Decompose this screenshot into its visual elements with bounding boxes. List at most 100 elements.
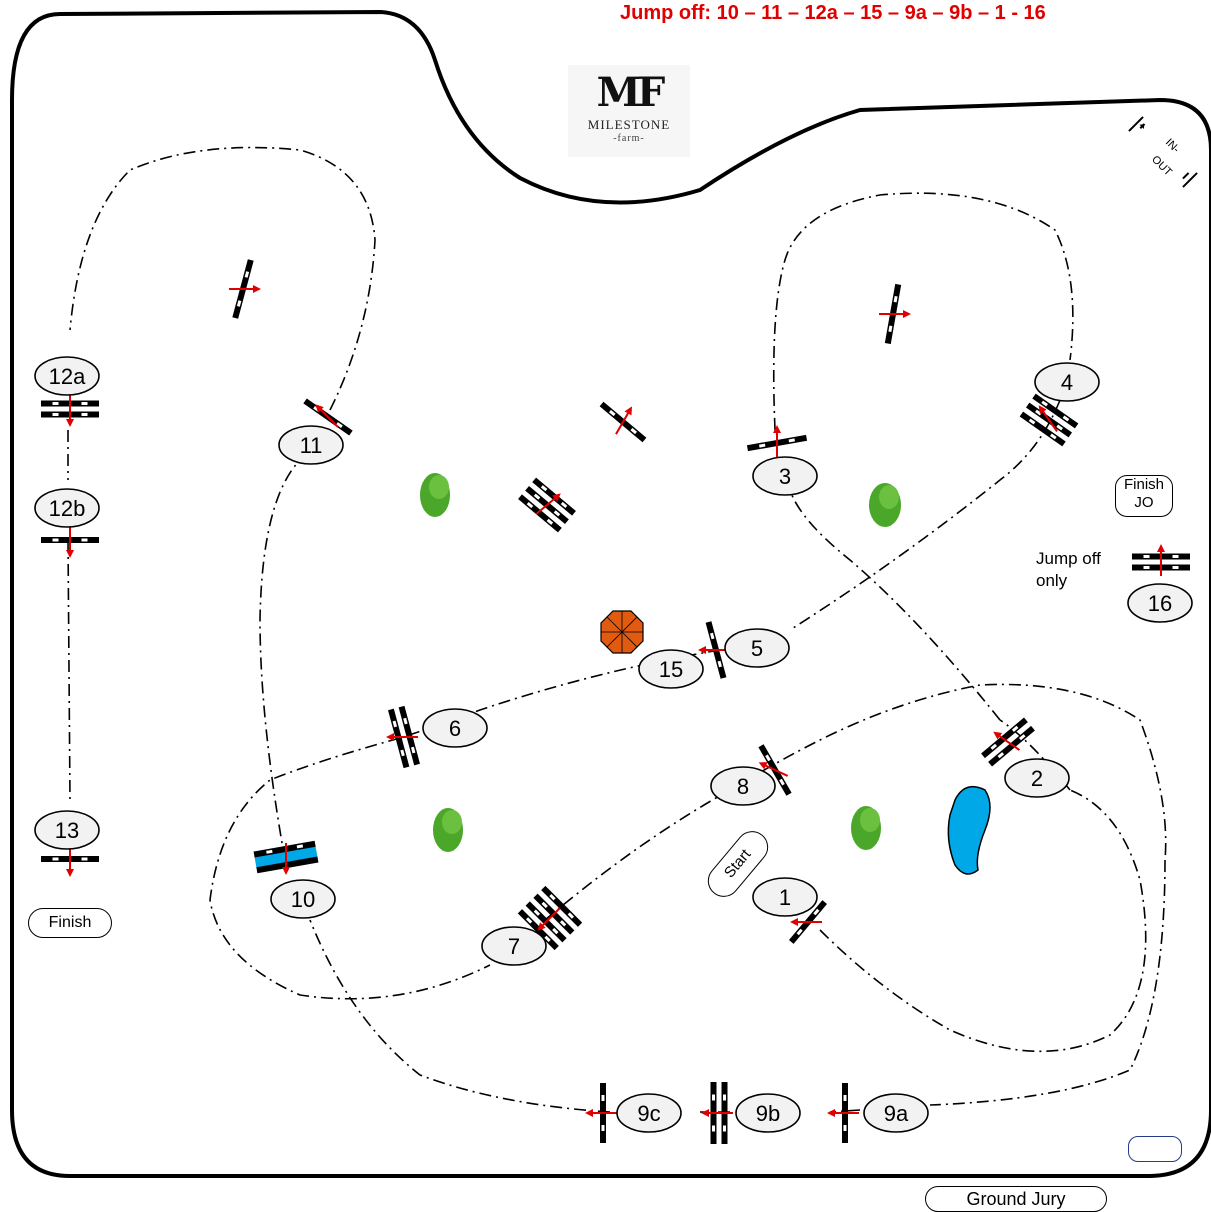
jump-off-only-line-1: Jump off (1036, 549, 1101, 568)
finish-jo-line-2: JO (1134, 494, 1154, 511)
number-ellipse (1034, 362, 1100, 402)
ground-jury-label: Ground Jury (925, 1186, 1107, 1212)
number-ellipse (863, 1093, 929, 1133)
direction-arrow-icon (790, 918, 822, 926)
rail-stripe (1041, 400, 1048, 407)
rail-stripe (779, 778, 785, 786)
direction-arrow-icon (229, 285, 261, 293)
rail-stripe (1143, 555, 1150, 558)
obstacle-number-text: 2 (1031, 766, 1043, 791)
out-arrow-icon (1182, 172, 1198, 188)
rail-stripe (990, 743, 998, 750)
obstacle-number-text: 9b (756, 1101, 780, 1126)
number-ellipse (752, 877, 818, 917)
rail-stripe (553, 510, 561, 517)
rail-stripe (630, 427, 637, 435)
in-arrow-icon (1128, 116, 1146, 132)
fence-2 (981, 717, 1035, 767)
rail-stripe (336, 422, 343, 428)
rail-stripe (1143, 566, 1150, 569)
rail-stripe (525, 917, 533, 924)
direction-arrow-icon (758, 762, 789, 777)
direction-arrow-icon (1157, 544, 1165, 576)
arena-boundary (10, 9, 1211, 1178)
rail-stripe (52, 413, 59, 416)
rail-stripe (560, 501, 568, 509)
obstacle-number-1: 1 (752, 877, 818, 917)
obstacle-number-6: 6 (422, 708, 488, 748)
number-ellipse (270, 879, 336, 919)
number-ellipse (752, 456, 818, 496)
obstacle-number-text: 16 (1148, 591, 1172, 616)
direction-arrow-icon (585, 1109, 617, 1117)
rail-stripe (526, 501, 534, 509)
direction-arrow-icon (66, 395, 74, 427)
rail-stripe (81, 413, 88, 416)
obstacle-number-text: 12a (49, 364, 86, 389)
rail-stripe (541, 901, 548, 909)
direction-arrow-icon (386, 733, 418, 741)
obstacle-number-8: 8 (710, 766, 776, 806)
direction-arrow-icon (773, 425, 781, 457)
rail-stripe (1062, 415, 1070, 422)
rail-stripe (888, 325, 893, 332)
rail-stripe (759, 443, 766, 448)
rail-stripe (52, 538, 59, 542)
milestone-farm-logo: MF MILESTONE -farm- (568, 65, 690, 157)
bush-icon (869, 483, 901, 527)
jump-off-only-label: Jump off only (1036, 548, 1101, 592)
rail-stripe (549, 893, 556, 901)
finish-jo-label: Finish JO (1115, 475, 1173, 517)
obstacle-number-text: 7 (508, 934, 520, 959)
obstacle-number-2: 2 (1004, 758, 1070, 798)
obstacle-number-text: 1 (779, 885, 791, 910)
rail-stripe (533, 909, 541, 916)
obstacle-number-16: 16 (1127, 583, 1193, 623)
rail-stripe (1018, 734, 1026, 741)
rail-stripe (296, 844, 304, 849)
rail-stripe (546, 518, 554, 525)
fences (41, 259, 1190, 1144)
rail-stripe (544, 935, 551, 943)
umbrella-icon (600, 610, 644, 654)
rail-stripe (765, 754, 771, 762)
obstacle-number-text: 9a (884, 1101, 909, 1126)
rail-stripe (552, 927, 559, 935)
rail-stripe (723, 1094, 726, 1101)
fence-rail (256, 856, 319, 874)
water-pond (947, 785, 991, 875)
rail-stripe (813, 908, 820, 916)
direction-arrow-icon (535, 493, 561, 515)
obstacle-number-3: 3 (752, 456, 818, 496)
rail-stripe (1011, 725, 1019, 732)
obstacle-number-13: 13 (34, 810, 100, 850)
rail-stripe (1056, 424, 1063, 431)
obstacle-number-12b: 12b (34, 488, 100, 528)
number-ellipse (1127, 583, 1193, 623)
rail-stripe (712, 1094, 715, 1101)
rail-stripe (601, 1095, 605, 1101)
finish-label: Finish (28, 908, 112, 938)
obstacle-number-10: 10 (270, 879, 336, 919)
direction-arrow-icon (879, 310, 911, 318)
obstacle-number-15: 15 (638, 649, 704, 689)
rail-stripe (788, 438, 795, 443)
logo-mark: MF (596, 69, 666, 116)
obstacle-number-text: 12b (49, 496, 86, 521)
bush-icon (433, 808, 463, 852)
rail-stripe (1172, 555, 1179, 558)
rail-stripe (893, 296, 898, 303)
rail-stripe (723, 1125, 726, 1132)
rail-stripe (601, 1125, 605, 1131)
number-ellipse (34, 810, 100, 850)
rail-stripe (796, 928, 803, 936)
direction-arrow-icon (315, 404, 339, 428)
obstacle-number-text: 5 (751, 636, 763, 661)
obstacle-number-9c: 9c (616, 1093, 682, 1133)
number-ellipse (34, 488, 100, 528)
number-ellipse (481, 926, 547, 966)
obstacle-number-text: 6 (449, 716, 461, 741)
rail-stripe (81, 857, 88, 861)
